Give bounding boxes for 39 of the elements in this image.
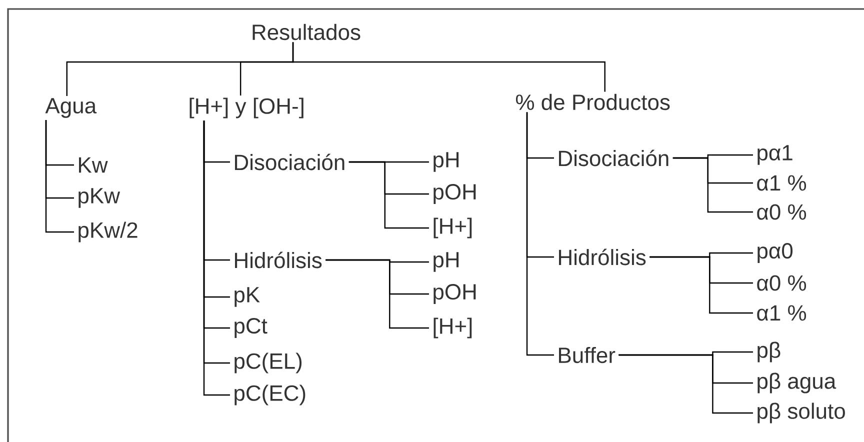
tree-line bbox=[672, 157, 753, 213]
tree-label: Buffer bbox=[559, 346, 616, 364]
tree-label: [H+] bbox=[434, 218, 472, 238]
tree-line bbox=[650, 256, 753, 314]
tree-label: α0 % bbox=[757, 204, 806, 220]
tree-label: pOH bbox=[434, 184, 476, 204]
tree-label: Disociación bbox=[559, 150, 668, 166]
tree-label: [H+] y [OH-] bbox=[190, 98, 304, 118]
tree-label: pα1 bbox=[758, 145, 792, 165]
tree-line bbox=[292, 42, 606, 92]
tree-label: [H+] bbox=[434, 318, 472, 338]
tree-label: α0 % bbox=[757, 275, 806, 291]
tree-line bbox=[45, 120, 74, 233]
tree-label: α1 % bbox=[757, 305, 806, 321]
tree-label: pC(EL) bbox=[234, 352, 302, 374]
tree-label: pβ soluto bbox=[758, 402, 845, 424]
tree-line bbox=[618, 354, 753, 414]
tree-label: pOH bbox=[434, 284, 476, 304]
tree-label: pH bbox=[434, 152, 459, 172]
tree-label: pCt bbox=[234, 318, 268, 338]
tree-label: pKw/2 bbox=[78, 222, 138, 242]
tree-label: pC(EC) bbox=[234, 384, 306, 406]
tree-label: pKw bbox=[78, 188, 120, 208]
tree-label: Resultados bbox=[252, 24, 360, 40]
tree-label: Kw bbox=[79, 157, 108, 173]
tree-line bbox=[326, 259, 429, 329]
tree-label: Hidrólisis bbox=[235, 252, 322, 268]
tree-label: pβ agua bbox=[758, 372, 836, 394]
tree-label: pH bbox=[434, 252, 459, 272]
tree-label: Disociación bbox=[235, 154, 344, 170]
tree-label: pα0 bbox=[758, 243, 793, 263]
tree-label: Hidrólisis bbox=[559, 248, 646, 266]
tree-line bbox=[348, 161, 429, 229]
tree-label: pK bbox=[234, 287, 260, 307]
tree-label: Agua bbox=[45, 98, 97, 118]
tree-line bbox=[526, 112, 554, 356]
tree-label: % de Productos bbox=[516, 94, 670, 110]
tree-label: pβ bbox=[758, 342, 780, 362]
tree-label: α1 % bbox=[757, 175, 806, 191]
